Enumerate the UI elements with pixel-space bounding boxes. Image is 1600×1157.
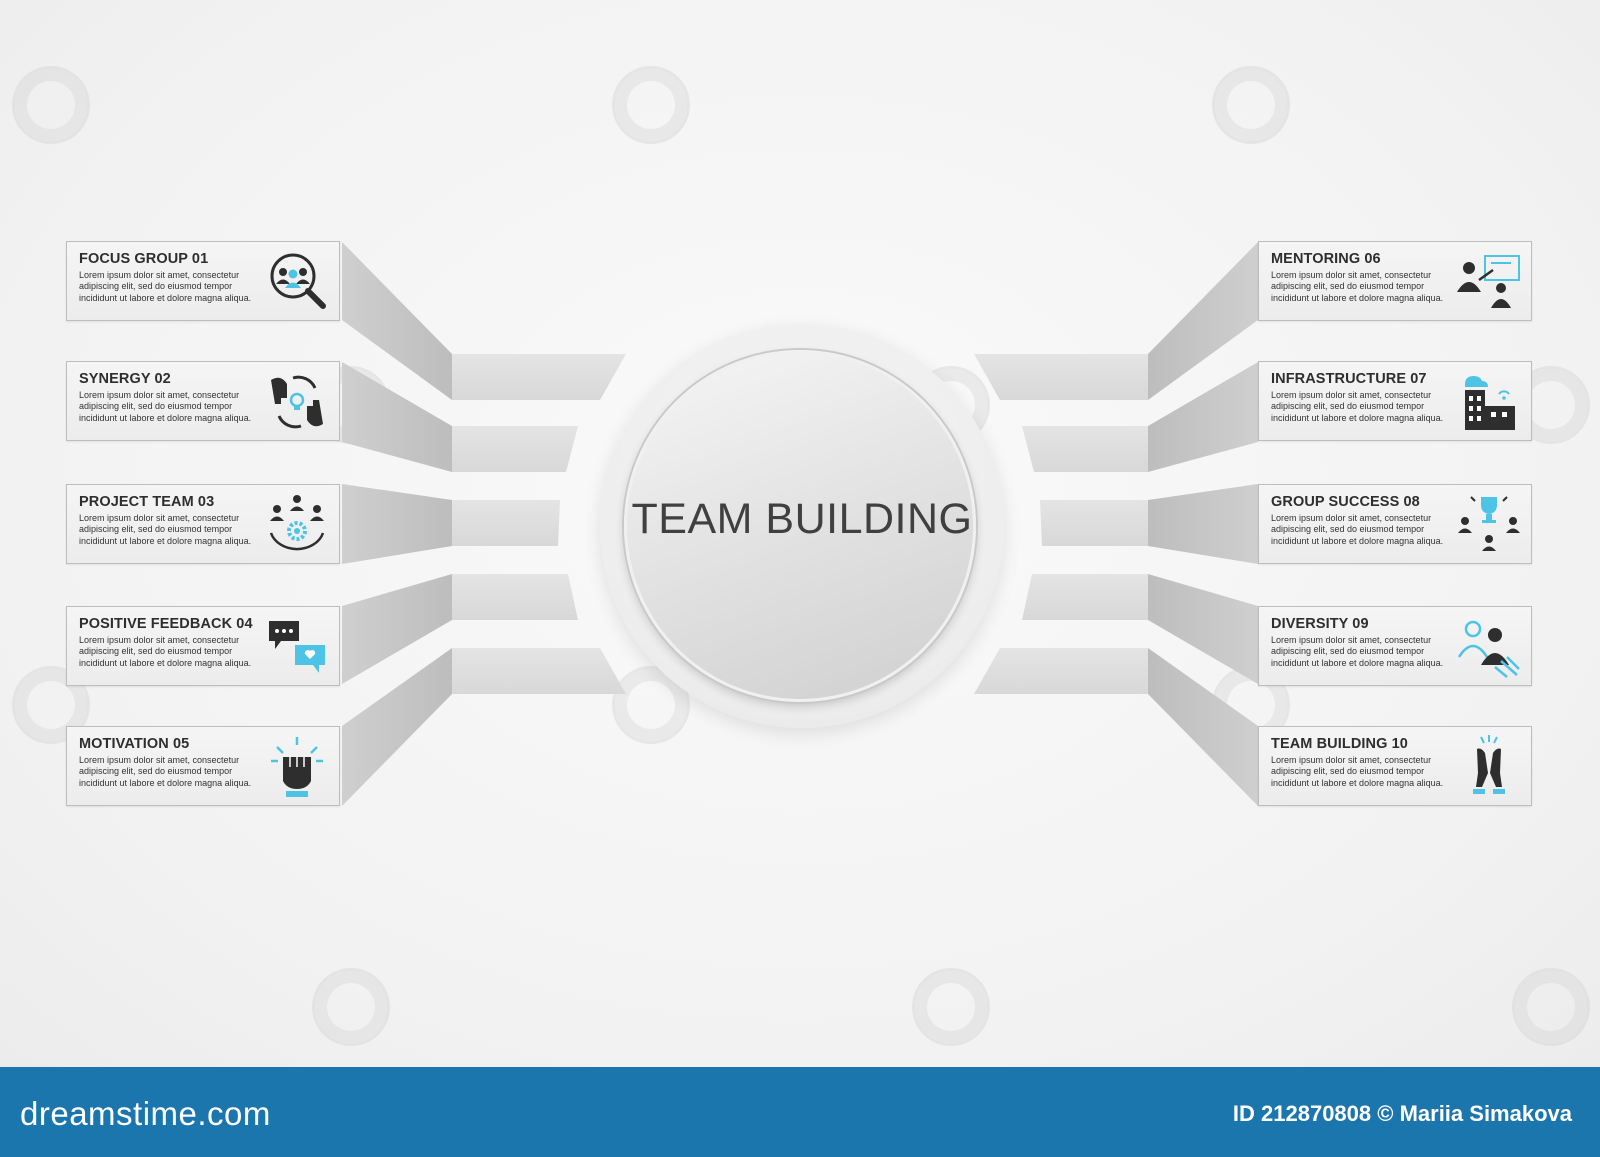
trophy-team-icon xyxy=(1458,496,1520,551)
diversity-icon xyxy=(1457,620,1520,678)
connector-wires xyxy=(342,242,1258,806)
card-title: MOTIVATION 05 xyxy=(79,736,190,752)
connector-8-side xyxy=(1148,484,1258,564)
watermark-spiral xyxy=(312,968,390,1046)
card-title: SYNERGY 02 xyxy=(79,371,171,387)
watermark-spiral xyxy=(612,666,690,744)
connector-8-arm xyxy=(1040,500,1148,546)
card-infrastructure: INFRASTRUCTURE 07 Lorem ipsum dolor sit … xyxy=(1258,361,1532,441)
connector-4-arm xyxy=(452,574,578,620)
connector-9-side xyxy=(1148,574,1258,684)
watermark-spiral xyxy=(12,66,90,144)
watermark-spiral xyxy=(912,968,990,1046)
connector-3-arm xyxy=(452,500,560,546)
connector-10-side xyxy=(1148,648,1258,806)
connector-1-arm xyxy=(452,354,626,400)
watermark-spiral xyxy=(1212,66,1290,144)
card-mentoring: MENTORING 06 Lorem ipsum dolor sit amet,… xyxy=(1258,241,1532,321)
card-title: POSITIVE FEEDBACK 04 xyxy=(79,616,253,632)
card-team-building: TEAM BUILDING 10 Lorem ipsum dolor sit a… xyxy=(1258,726,1532,806)
card-diversity: DIVERSITY 09 Lorem ipsum dolor sit amet,… xyxy=(1258,606,1532,686)
connector-6-side xyxy=(1148,242,1258,400)
card-group-success: GROUP SUCCESS 08 Lorem ipsum dolor sit a… xyxy=(1258,484,1532,564)
connector-1-side xyxy=(342,242,452,400)
watermark-spiral xyxy=(612,66,690,144)
card-motivation: MOTIVATION 05 Lorem ipsum dolor sit amet… xyxy=(66,726,340,806)
synergy-icon xyxy=(271,375,323,429)
connector-9-arm xyxy=(1022,574,1148,620)
image-credit: ID 212870808 © Mariia Simakova xyxy=(1232,1101,1572,1126)
connector-3-side xyxy=(342,484,452,564)
connector-7-side xyxy=(1148,362,1258,472)
hub-title: TEAM BUILDING xyxy=(631,495,973,543)
watermark-spiral xyxy=(1512,968,1590,1046)
card-title: TEAM BUILDING 10 xyxy=(1271,736,1408,752)
connector-5-arm xyxy=(452,648,626,694)
raised-fist-icon xyxy=(271,737,323,797)
card-positive-feedback: POSITIVE FEEDBACK 04 Lorem ipsum dolor s… xyxy=(66,606,340,686)
connector-6-arm xyxy=(974,354,1148,400)
watermark-spiral xyxy=(12,666,90,744)
connector-5-side xyxy=(342,648,452,806)
connector-10-arm xyxy=(974,648,1148,694)
high-five-icon xyxy=(1473,735,1505,794)
project-team-icon xyxy=(269,495,325,551)
footer-bar: dreamstime.com ID 212870808 © Mariia Sim… xyxy=(0,1067,1600,1157)
card-project-team: PROJECT TEAM 03 Lorem ipsum dolor sit am… xyxy=(66,484,340,564)
connector-7-arm xyxy=(1022,426,1148,472)
card-focus-group: FOCUS GROUP 01 Lorem ipsum dolor sit ame… xyxy=(66,241,340,321)
mentoring-icon xyxy=(1457,255,1520,308)
card-title: PROJECT TEAM 03 xyxy=(79,494,215,510)
buildings-icon xyxy=(1465,376,1515,430)
focus-group-icon xyxy=(270,253,326,309)
card-synergy: SYNERGY 02 Lorem ipsum dolor sit amet, c… xyxy=(66,361,340,441)
card-title: MENTORING 06 xyxy=(1271,251,1381,267)
card-title: DIVERSITY 09 xyxy=(1271,616,1369,632)
connector-2-side xyxy=(342,362,452,472)
connector-2-arm xyxy=(452,426,578,472)
card-title: FOCUS GROUP 01 xyxy=(79,251,209,267)
connector-4-side xyxy=(342,574,452,684)
hub-disc xyxy=(624,350,976,702)
footer-logo[interactable]: dreamstime.com xyxy=(20,1095,271,1132)
card-title: GROUP SUCCESS 08 xyxy=(1271,494,1420,510)
feedback-icon xyxy=(269,621,325,673)
diagram-canvas: TEAM BUILDING FOCUS GROUP 01 Lorem ipsum… xyxy=(0,0,1600,1067)
card-title: INFRASTRUCTURE 07 xyxy=(1271,371,1427,387)
